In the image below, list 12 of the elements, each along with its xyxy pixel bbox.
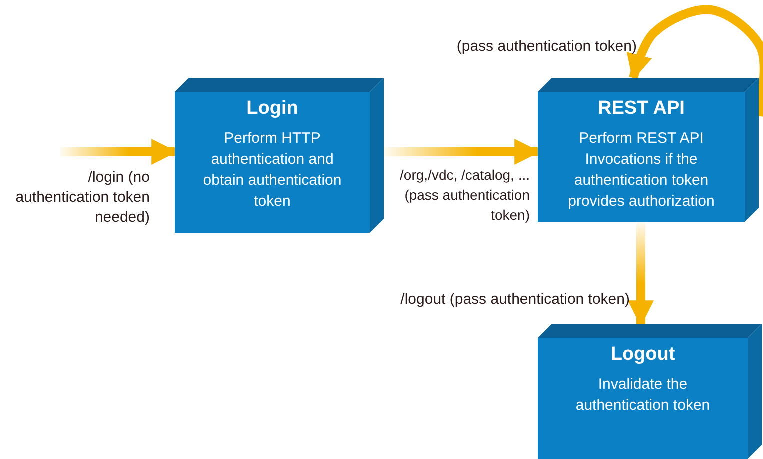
edge-label: /logout (pass authentication token) <box>400 290 630 310</box>
edge-label: (pass authentication token) <box>456 37 637 57</box>
block-description: Perform HTTP authentication and obtain authentication token <box>202 129 343 212</box>
block-title: REST API <box>598 98 685 120</box>
edge-label: /login (no authentication token needed) <box>14 168 150 228</box>
block-description: Perform REST API Invocations if the authentication token provides authorization <box>567 129 716 212</box>
arrow <box>628 222 654 327</box>
arrow <box>627 5 763 117</box>
block-title: Login <box>246 98 298 120</box>
block-description: Invalidate the authentication token <box>574 375 712 416</box>
block-title: Logout <box>610 344 676 366</box>
edge-label: /org,/vdc, /catalog, ... (pass authentication token) <box>399 166 530 225</box>
